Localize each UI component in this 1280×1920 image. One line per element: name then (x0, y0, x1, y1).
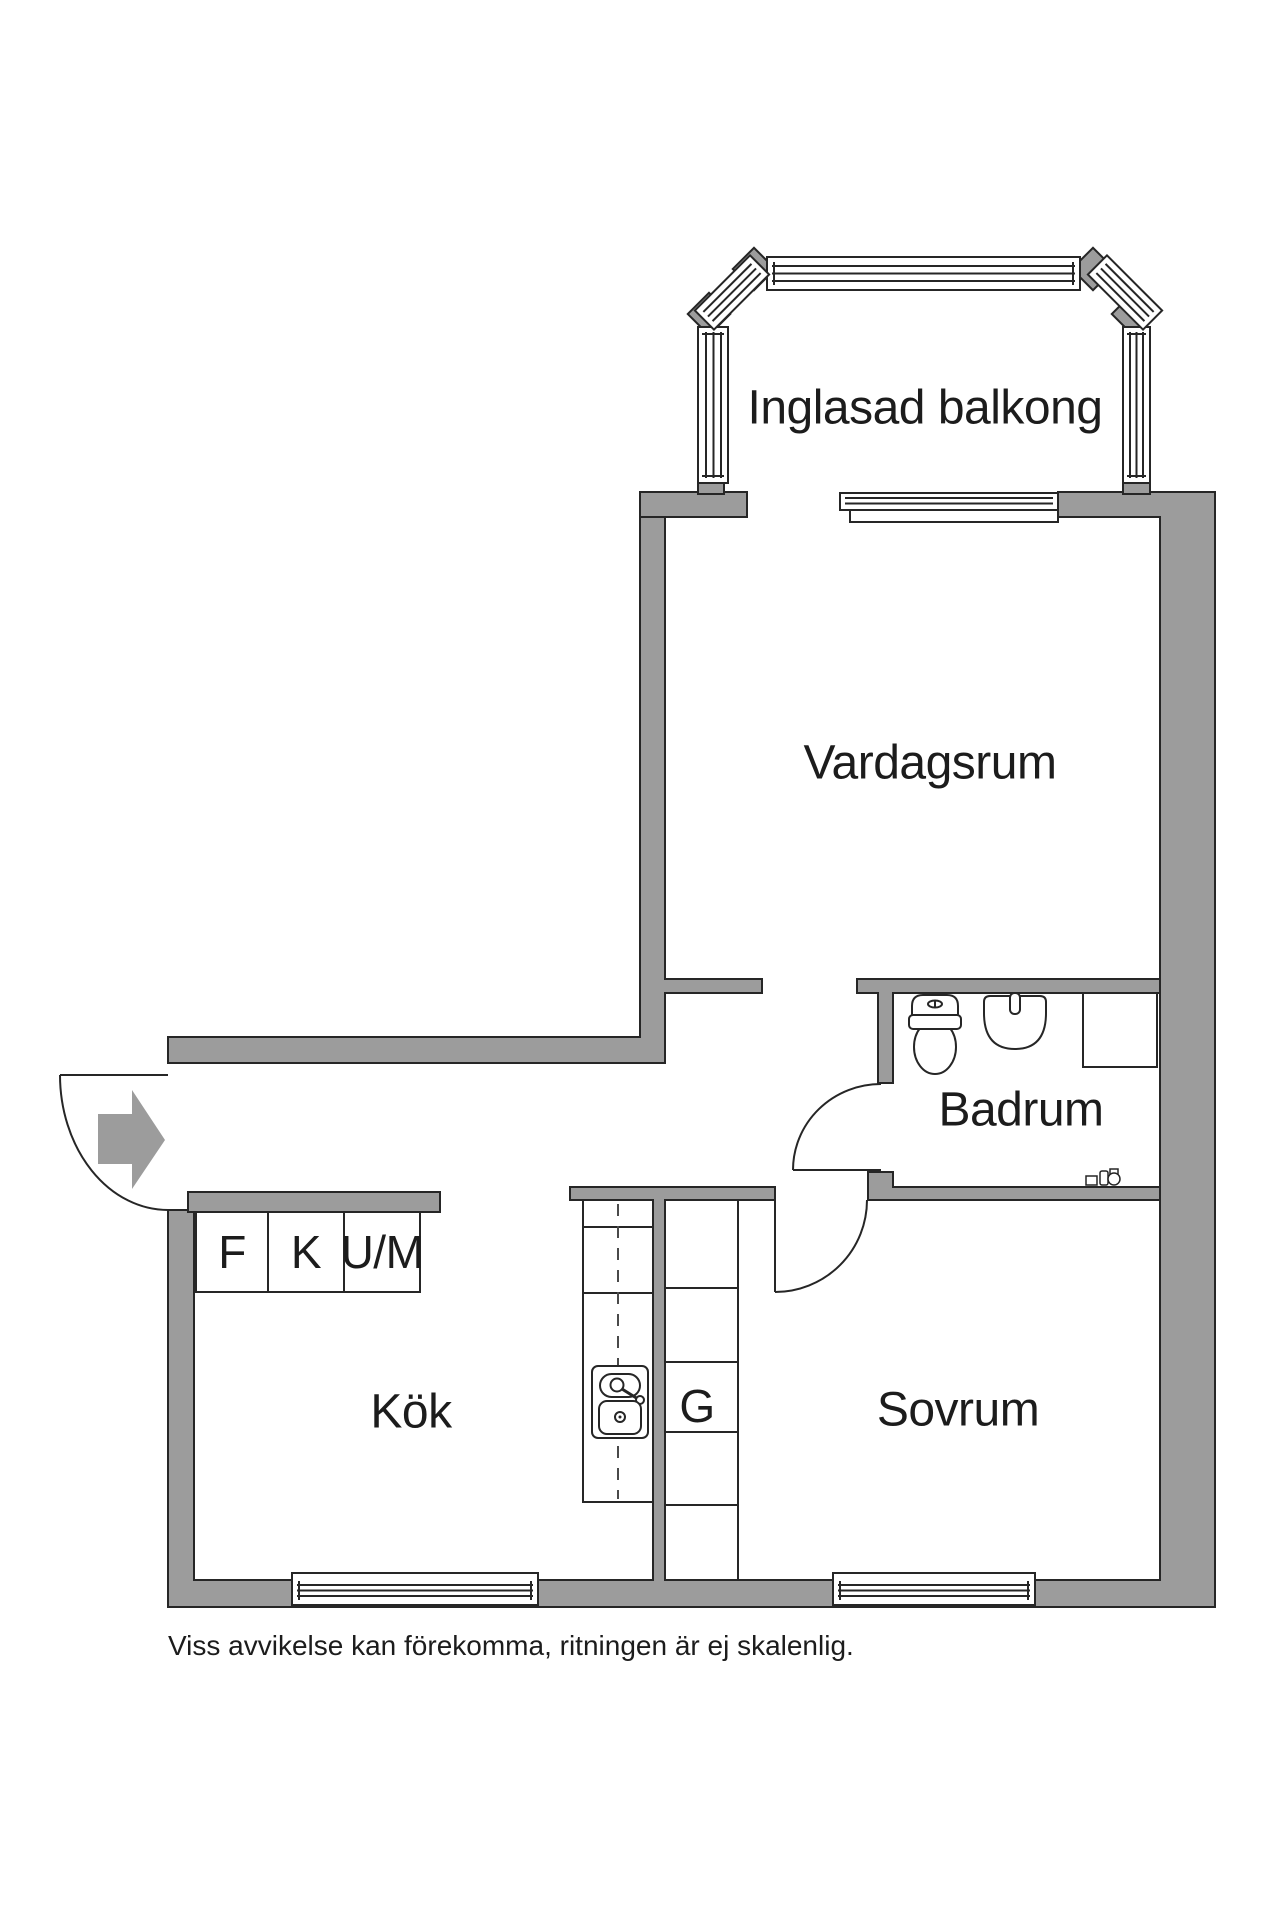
wardrobe-cabinet (665, 1200, 739, 1580)
kitchen-sink-icon (591, 1365, 649, 1439)
freezer-label: K (290, 1226, 322, 1278)
bedroom-window (832, 1572, 1036, 1606)
fridge-label: F (218, 1226, 246, 1278)
kitchen-window (291, 1572, 539, 1606)
living-room-window (839, 492, 1059, 523)
disclaimer-text: Viss avvikelse kan förekomma, ritningen … (168, 1630, 854, 1661)
balcony-label: Inglasad balkong (747, 381, 1103, 435)
windows (291, 253, 1164, 1606)
bedroom-door (774, 1199, 868, 1293)
appliance-boxes (195, 1211, 421, 1293)
washer-label: U/M (340, 1226, 424, 1278)
wall-perimeter (167, 491, 1216, 1608)
bedroom-label: Sovrum (876, 1383, 1040, 1437)
wall-hall-living (167, 491, 763, 1064)
water-valve-icon (1085, 1168, 1121, 1186)
wall-living-top-left (639, 491, 748, 518)
kitchen-label: Kök (370, 1385, 452, 1439)
balcony-window-right (1122, 326, 1151, 484)
bathroom-door (792, 1083, 882, 1171)
bathroom-label: Badrum (938, 1083, 1104, 1137)
balcony-window-diagonal-right (1086, 253, 1164, 332)
balcony-window-top (766, 256, 1081, 291)
entry-arrow-icon (98, 1090, 165, 1189)
washbasin-icon (983, 992, 1047, 1051)
toilet-icon (908, 994, 962, 1075)
shower-cabinet-icon (1082, 992, 1158, 1068)
wall-kitchen-appliance (187, 1191, 441, 1213)
kitchen-counter (582, 1200, 653, 1503)
wall-bathroom-top (856, 978, 1161, 1084)
balcony-window-diagonal-left (693, 253, 771, 332)
doors (59, 1074, 882, 1293)
wardrobe-label: G (679, 1380, 715, 1432)
balcony-window-left (697, 326, 729, 484)
living-room-label: Vardagsrum (803, 736, 1057, 790)
fixtures (195, 992, 1158, 1580)
entry-door (59, 1074, 169, 1211)
